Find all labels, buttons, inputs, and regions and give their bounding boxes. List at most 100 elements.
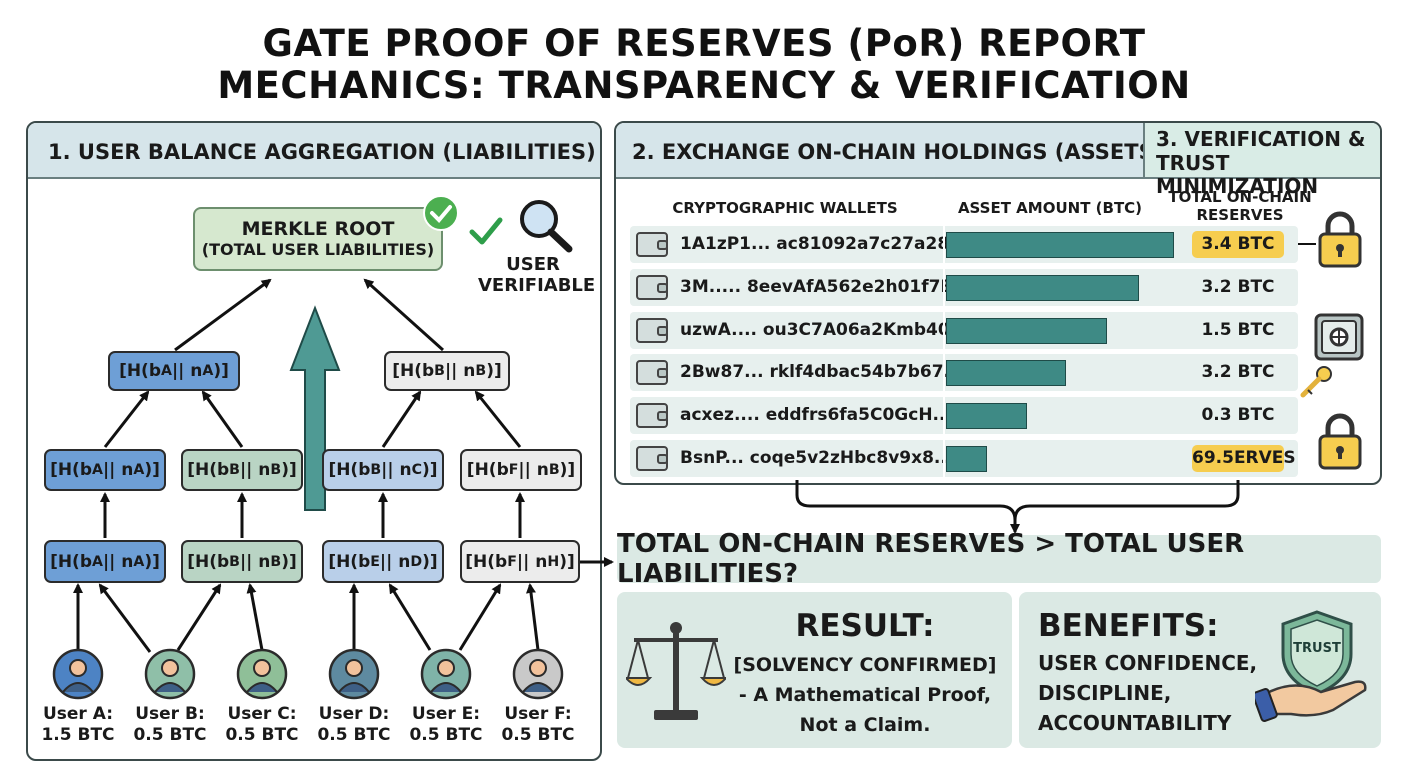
wallet-icon	[636, 232, 668, 257]
wallet-address: acxez.... eddfrs6fa5C0GcH...	[680, 405, 952, 426]
node-text: [H(b	[465, 551, 508, 572]
wallet-address: 1A1zP1... ac81092a7c27a28...	[680, 234, 969, 254]
wallet-icon	[636, 274, 668, 300]
benefit-item: ACCOUNTABILITY	[1038, 711, 1232, 735]
wallet-clasp	[657, 368, 668, 379]
checkmark-icon	[469, 217, 503, 245]
assets-heading: 2. EXCHANGE ON-CHAIN HOLDINGS (ASSETS)	[632, 140, 1164, 164]
result-box	[617, 592, 1012, 748]
user-balance: 0.5 BTC	[501, 725, 575, 745]
node-text: || n	[102, 460, 134, 480]
column-divider	[943, 397, 945, 435]
liabilities-header	[28, 123, 600, 179]
user-balance: 1.5 BTC	[41, 725, 115, 745]
node-sub: B	[270, 553, 282, 570]
node-text: )]	[281, 460, 297, 480]
asset-bar	[946, 232, 1174, 258]
node-sub: B	[270, 462, 282, 478]
merkle-root-title: MERKLE ROOT	[241, 218, 395, 240]
node-text: [H(b	[328, 551, 371, 572]
verification-heading-line-2: TRUST MINIMIZATION	[1156, 151, 1319, 198]
magnifier-icon	[520, 200, 573, 253]
merkle-root-subtitle: (TOTAL USER LIABILITIES)	[201, 240, 435, 259]
node-sub: A	[161, 363, 172, 379]
node-text: )]	[213, 361, 229, 381]
node-sub: B	[434, 363, 445, 379]
node-sub: B	[229, 462, 240, 478]
liabilities-panel: 1. USER BALANCE AGGREGATION (LIABILITIES…	[26, 121, 602, 761]
user-avatar-icon	[328, 648, 380, 700]
title-line-2: MECHANICS: TRANSPARENCY & VERIFICATION	[217, 64, 1191, 107]
wallet-clasp	[657, 325, 668, 336]
vault-icon	[1314, 313, 1364, 361]
benefits-list: USER CONFIDENCE, DISCIPLINE, ACCOUNTABIL…	[1038, 648, 1257, 738]
shield-text: TRUST	[1293, 641, 1341, 656]
node-text: )]	[144, 551, 160, 572]
column-divider	[943, 354, 945, 392]
node-text: )]	[422, 551, 438, 572]
wallet-icon	[636, 446, 668, 471]
node-text: || n	[444, 361, 476, 381]
wallet-icon	[636, 317, 668, 343]
node-text: || n	[239, 460, 271, 480]
column-divider	[943, 268, 945, 306]
user-name: User B:	[135, 704, 205, 724]
wallet-icon	[636, 360, 668, 386]
padlock-icon	[1318, 211, 1362, 268]
node-text: )]	[559, 460, 576, 480]
verification-header	[1143, 123, 1380, 179]
column-divider	[943, 226, 945, 263]
user-avatar-icon	[512, 648, 564, 700]
result-heading: RESULT:	[795, 608, 935, 644]
wallet-amount: 1.5 BTC	[1201, 319, 1275, 340]
trust-shield-hand-icon: TRUST	[1255, 610, 1367, 722]
node-text: [H(b	[187, 460, 230, 480]
wallet-address: BsnP... coqe5v2zHbc8v9x8...	[680, 448, 954, 468]
wallet-amount: 3.2 BTC	[1201, 362, 1275, 383]
node-sub: B	[229, 553, 240, 570]
node-text: )]	[486, 361, 502, 381]
node-text: [H(b	[466, 460, 509, 480]
node-text: || n	[171, 361, 203, 381]
node-text: )]	[422, 460, 438, 480]
user-d: User D:0.5 BTC	[309, 648, 399, 746]
wallet-amount: 0.3 BTC	[1201, 405, 1275, 426]
node-text: )]	[144, 460, 160, 480]
user-e: User E:0.5 BTC	[401, 648, 491, 746]
wallets-column-header: CRYPTOGRAPHIC WALLETS	[672, 199, 898, 217]
result-line-3: Not a Claim.	[799, 714, 931, 736]
node-sub: A	[133, 462, 145, 478]
benefits-heading: BENEFITS:	[1038, 608, 1219, 644]
asset-bar	[946, 403, 1027, 430]
result-text: [SOLVENCY CONFIRMED] - A Mathematical Pr…	[715, 650, 1015, 740]
node-text: [H(b	[119, 361, 161, 381]
wallet-address: 2Bw87... rklf4dbac54b7b67...	[680, 362, 963, 383]
user-avatar-icon	[420, 648, 472, 700]
key-icon	[1300, 366, 1332, 398]
node-sub: B	[475, 363, 487, 379]
user-name: User E:	[411, 704, 481, 724]
benefit-item: DISCIPLINE,	[1038, 681, 1172, 705]
node-text: || n	[381, 460, 412, 480]
wallet-clasp	[657, 454, 668, 464]
padlock-icon	[1318, 413, 1362, 470]
user-avatar-icon	[144, 648, 196, 700]
user-avatar-icon	[236, 648, 288, 700]
user-verifiable-line-2: VERIFIABLE	[478, 275, 596, 296]
node-sub: A	[92, 462, 103, 478]
user-name: User F:	[504, 704, 572, 724]
user-name: User A:	[42, 704, 114, 724]
node-sub: D	[410, 553, 423, 570]
asset-bar	[946, 360, 1066, 387]
user-verifiable-label: USER VERIFIABLE	[478, 254, 596, 296]
column-divider	[943, 440, 945, 477]
node-text: || n	[518, 460, 549, 480]
wallet-icon	[636, 403, 668, 429]
result-line-1: [SOLVENCY CONFIRMED]	[733, 654, 997, 676]
node-sub: F	[507, 553, 517, 570]
